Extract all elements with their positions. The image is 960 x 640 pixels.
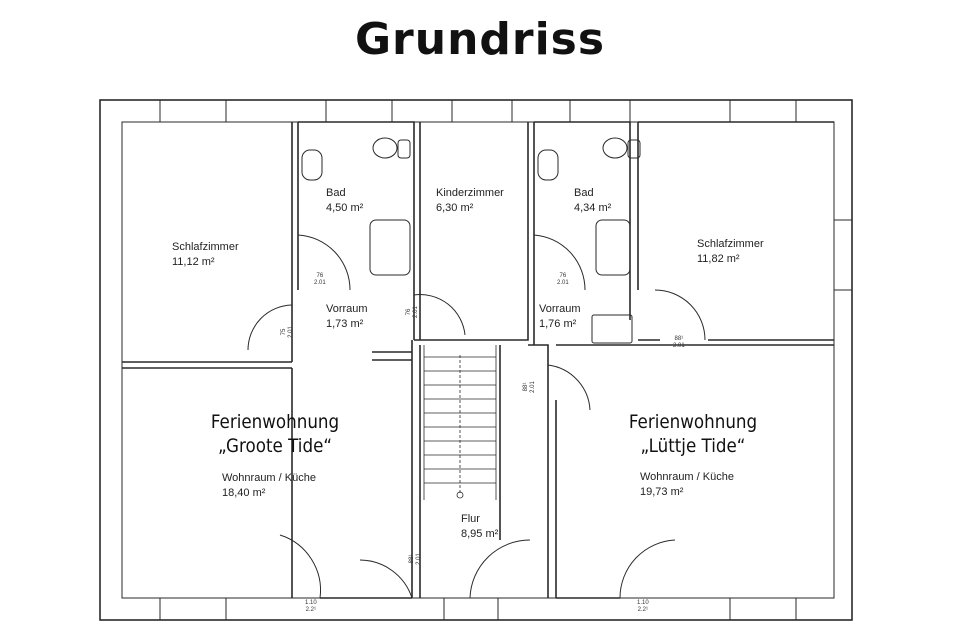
- apartment-name-line2: „Lüttje Tide“: [640, 435, 746, 457]
- room-vorraum-right: Vorraum 1,76 m²: [539, 302, 581, 332]
- wall-kinderzimmer: [414, 122, 529, 341]
- room-kinderzimmer: Kinderzimmer 6,30 m²: [436, 186, 504, 216]
- door-dimension: 88¹ 2.01: [522, 381, 536, 393]
- wall-living-right: [556, 344, 834, 599]
- fixtures: [301, 137, 641, 344]
- room-area: 11,82 m²: [697, 253, 740, 265]
- door-swing-6: [547, 364, 591, 411]
- door-dimension: 76 2.01: [314, 273, 326, 286]
- room-schlafzimmer-left: Schlafzimmer 11,12 m²: [172, 240, 239, 270]
- apartment-name-line1: Ferienwohnung: [628, 411, 758, 433]
- apartment-name-line1: Ferienwohnung: [210, 411, 340, 433]
- room-name: Vorraum: [539, 303, 581, 315]
- room-name: Wohnraum / Küche: [640, 471, 734, 483]
- room-name: Bad: [326, 187, 346, 199]
- door-swing-10: [619, 539, 676, 599]
- door-swing-2: [247, 304, 293, 351]
- room-name: Vorraum: [326, 303, 368, 315]
- room-area: 18,40 m²: [222, 487, 266, 499]
- door-dimension: 75 2.01: [280, 326, 294, 338]
- door-swing-5: [654, 289, 706, 341]
- room-wohnraum-left: Wohnraum / Küche 18,40 m²: [222, 471, 316, 501]
- room-name: Wohnraum / Küche: [222, 472, 316, 484]
- room-bad-right: Bad 4,34 m²: [574, 186, 611, 216]
- wall-living-left: [122, 367, 412, 599]
- outer-wall-outer: [99, 99, 853, 621]
- door-dimension: 88¹ 2.01: [673, 336, 685, 349]
- windows: [159, 100, 852, 620]
- room-name: Flur: [461, 513, 480, 525]
- apartment-name-line2: „Groote Tide“: [217, 435, 333, 457]
- door-swing-4: [533, 234, 586, 291]
- outer-wall-inner: [121, 121, 835, 599]
- room-area: 4,34 m²: [574, 202, 612, 214]
- door-swing-8: [469, 539, 531, 599]
- page-title: Grundriss: [354, 14, 606, 65]
- room-schlafzimmer-right: Schlafzimmer 11,82 m²: [697, 237, 764, 267]
- room-name: Schlafzimmer: [172, 241, 239, 253]
- room-area: 11,12 m²: [172, 256, 215, 268]
- room-name: Bad: [574, 187, 594, 199]
- door-swing-3: [413, 294, 466, 336]
- door-dimension: 88¹ 2.01: [408, 553, 422, 565]
- apartment-title-groote-tide: Ferienwohnung „Groote Tide“: [200, 410, 350, 458]
- room-area: 1,76 m²: [539, 318, 577, 330]
- room-bad-left: Bad 4,50 m²: [326, 186, 363, 216]
- room-vorraum-left: Vorraum 1,73 m²: [326, 302, 368, 332]
- door-dimension: 1.10 2.2¹: [637, 600, 649, 613]
- wall-bad-left: [297, 121, 415, 340]
- wall-bedroom-right: [637, 121, 834, 341]
- room-area: 19,73 m²: [640, 486, 684, 498]
- room-area: 1,73 m²: [326, 318, 364, 330]
- staircase: [423, 345, 497, 500]
- room-flur: Flur 8,95 m²: [461, 512, 498, 542]
- door-swing-9: [279, 534, 321, 599]
- room-area: 4,50 m²: [326, 202, 364, 214]
- room-area: 8,95 m²: [461, 528, 499, 540]
- room-name: Kinderzimmer: [436, 187, 504, 199]
- apartment-title-luettje-tide: Ferienwohnung „Lüttje Tide“: [618, 410, 768, 458]
- wall-bedroom-left: [122, 122, 293, 363]
- room-name: Schlafzimmer: [697, 238, 764, 250]
- room-wohnraum-right: Wohnraum / Küche 19,73 m²: [640, 470, 734, 500]
- wall-stairs: [372, 340, 557, 598]
- door-dimension: 76 2.01: [405, 306, 419, 318]
- door-swing-7: [359, 559, 413, 599]
- door-swing-1: [297, 234, 351, 291]
- door-dimension: 76 2.01: [557, 273, 569, 286]
- room-area: 6,30 m²: [436, 202, 474, 214]
- door-dimension: 1.10 2.2¹: [305, 600, 317, 613]
